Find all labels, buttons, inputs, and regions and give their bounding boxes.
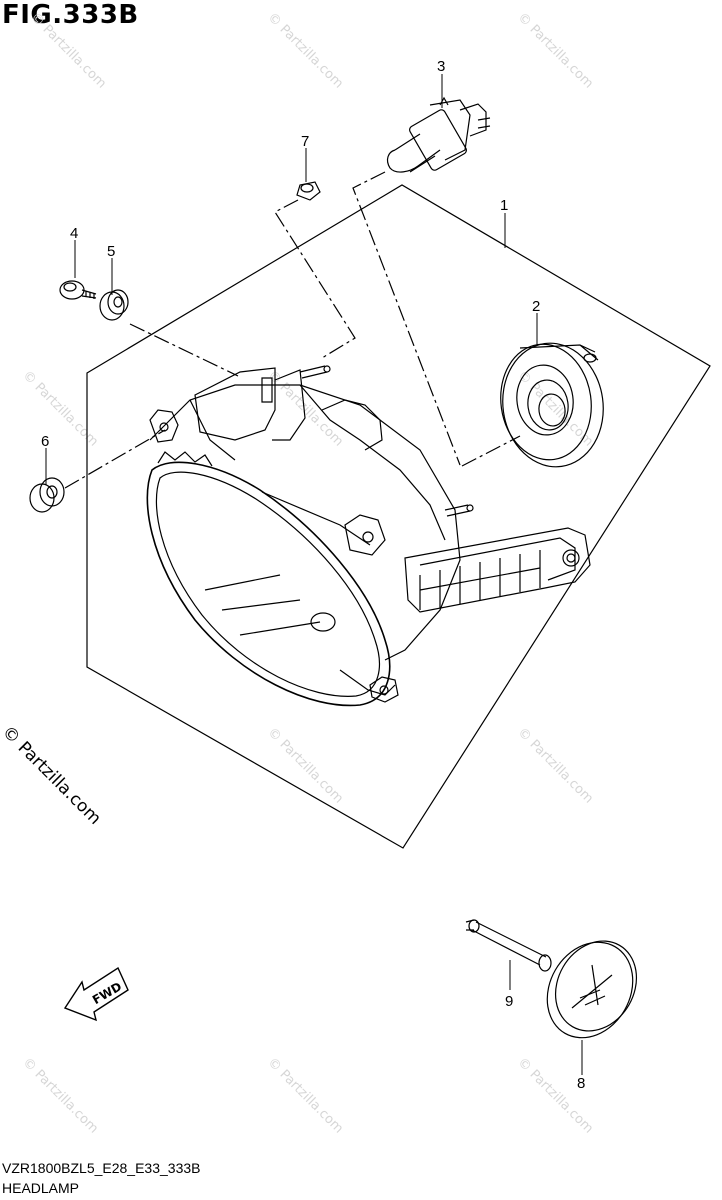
leader-collar-to-bracket xyxy=(64,429,166,489)
fwd-arrow-icon xyxy=(63,966,129,1022)
collar xyxy=(29,477,65,513)
socket-cover xyxy=(500,342,604,468)
cap xyxy=(546,940,638,1039)
screw xyxy=(59,280,97,300)
callout-2: 2 xyxy=(532,298,540,315)
callout-4: 4 xyxy=(70,225,78,242)
leader-lines xyxy=(64,171,521,489)
callout-9: 9 xyxy=(505,993,513,1010)
callout-8: 8 xyxy=(577,1075,585,1092)
shaft xyxy=(465,919,552,972)
section-name: HEADLAMP xyxy=(2,1180,80,1196)
leader-grommet-to-housing xyxy=(274,199,356,359)
figure-title: FIG.333B xyxy=(2,0,139,30)
callout-5: 5 xyxy=(107,243,115,260)
callout-3: 3 xyxy=(437,58,445,75)
model-code: VZR1800BZL5_E28_E33_333B xyxy=(2,1160,201,1176)
callout-6: 6 xyxy=(41,433,49,450)
grommet xyxy=(296,181,321,201)
headlamp-lens xyxy=(155,471,381,697)
callout-1: 1 xyxy=(500,197,508,214)
leader-bulb-to-socket xyxy=(352,171,461,466)
leader-cover-to-socket xyxy=(461,435,521,467)
callout-leaders xyxy=(45,74,583,1075)
headlamp-rim xyxy=(146,461,391,707)
callout-7: 7 xyxy=(301,133,309,150)
assembly-outline xyxy=(86,184,711,849)
cushion xyxy=(99,289,129,321)
headlamp-unit xyxy=(146,365,591,707)
headlamp-bulb xyxy=(386,96,491,173)
leader-cushion-to-bracket xyxy=(129,323,239,377)
